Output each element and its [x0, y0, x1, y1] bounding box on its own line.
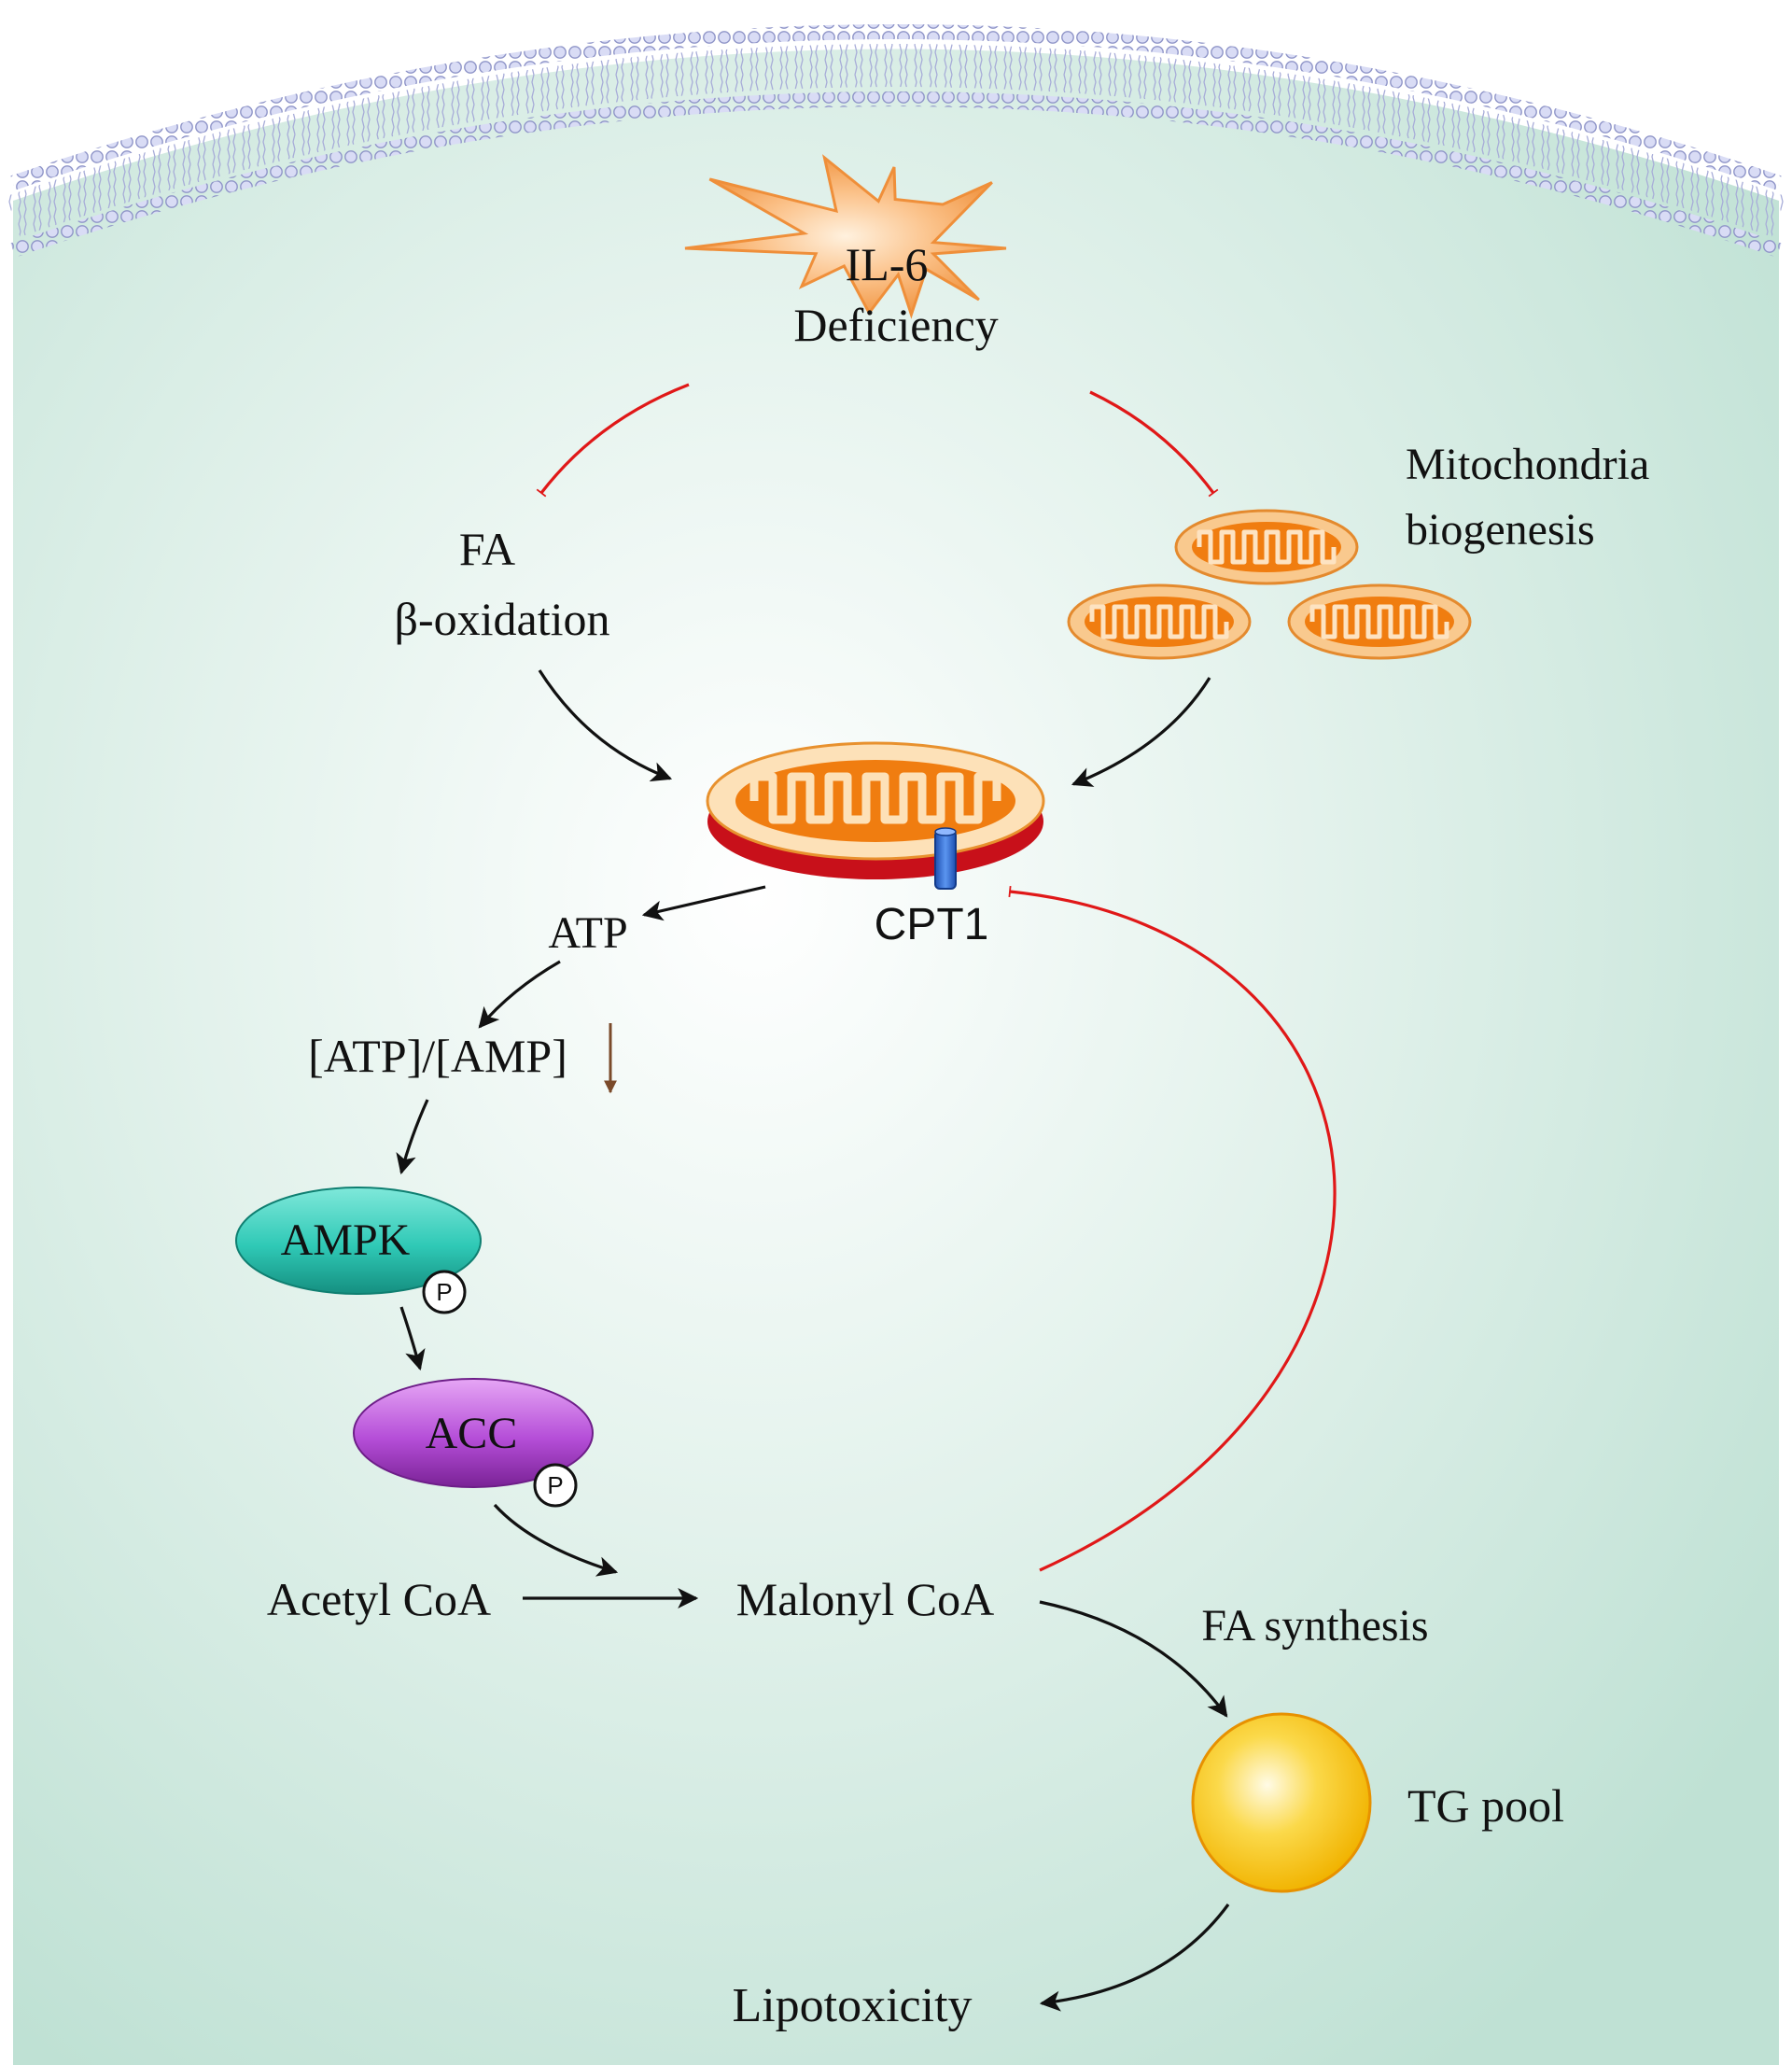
arrow-acc-to-conversion [493, 1503, 619, 1577]
ampk-node: AMPK P [235, 1187, 482, 1314]
acc-label: ACC [426, 1409, 518, 1458]
arrow-fa-oxidation-to-mitochondrion [538, 669, 673, 782]
atp-amp-ratio-label: [ATP]/[AMP] [308, 1030, 567, 1082]
arrow-tg-pool-to-lipotoxicity [1039, 1903, 1230, 2012]
phospho-badge: P [422, 1270, 467, 1314]
mitochondria-biogenesis-group [1067, 509, 1472, 660]
acc-node: ACC P [353, 1378, 594, 1508]
tg-pool-droplet-icon [1191, 1712, 1372, 1893]
arrow-atp-to-ratio [478, 960, 561, 1029]
trigger-label-line1: IL-6 [846, 238, 929, 290]
trigger-label-line2: Deficiency [793, 299, 998, 351]
il6-deficiency-starburst: IL-6 Deficiency [684, 154, 1007, 351]
phospho-badge: P [533, 1463, 578, 1508]
malonyl-coa-label: Malonyl CoA [736, 1573, 994, 1625]
mitochondrion-small-icon [1287, 583, 1472, 660]
ampk-label: AMPK [281, 1215, 411, 1265]
mitochondrion-small-icon [1174, 509, 1359, 585]
arrow-malonyl-to-tg-pool [1039, 1600, 1228, 1718]
cpt1-label: CPT1 [875, 900, 989, 949]
mitochondrion-main-icon [706, 741, 1045, 879]
inhibition-arrow-mito-biogenesis [1089, 390, 1219, 498]
fa-oxidation-label-line2: β-oxidation [395, 593, 610, 645]
arrow-ratio-to-ampk [396, 1099, 429, 1175]
acetyl-coa-label: Acetyl CoA [267, 1573, 491, 1625]
starburst-shape [684, 154, 1007, 319]
arrow-ampk-to-acc [399, 1306, 426, 1371]
fa-oxidation-label-line1: FA [459, 523, 515, 575]
mitochondrion-small-icon [1067, 583, 1252, 660]
phospho-label: P [547, 1471, 563, 1499]
cpt1-channel-icon [934, 827, 957, 890]
tg-pool-label: TG pool [1407, 1779, 1564, 1832]
phospho-label: P [436, 1278, 452, 1306]
mito-biogenesis-label-line2: biogenesis [1406, 505, 1595, 555]
mito-biogenesis-label-line1: Mitochondria [1406, 440, 1649, 489]
inhibition-arrow-malonyl-to-cpt1 [1008, 885, 1337, 1572]
arrow-mitochondrion-to-atp [641, 885, 766, 921]
atp-label: ATP [548, 908, 627, 958]
arrow-biogenesis-to-mitochondrion [1071, 677, 1211, 787]
inhibition-arrow-fa-oxidation [536, 383, 690, 498]
fa-synthesis-label: FA synthesis [1201, 1601, 1428, 1651]
lipotoxicity-label: Lipotoxicity [732, 1979, 972, 2032]
